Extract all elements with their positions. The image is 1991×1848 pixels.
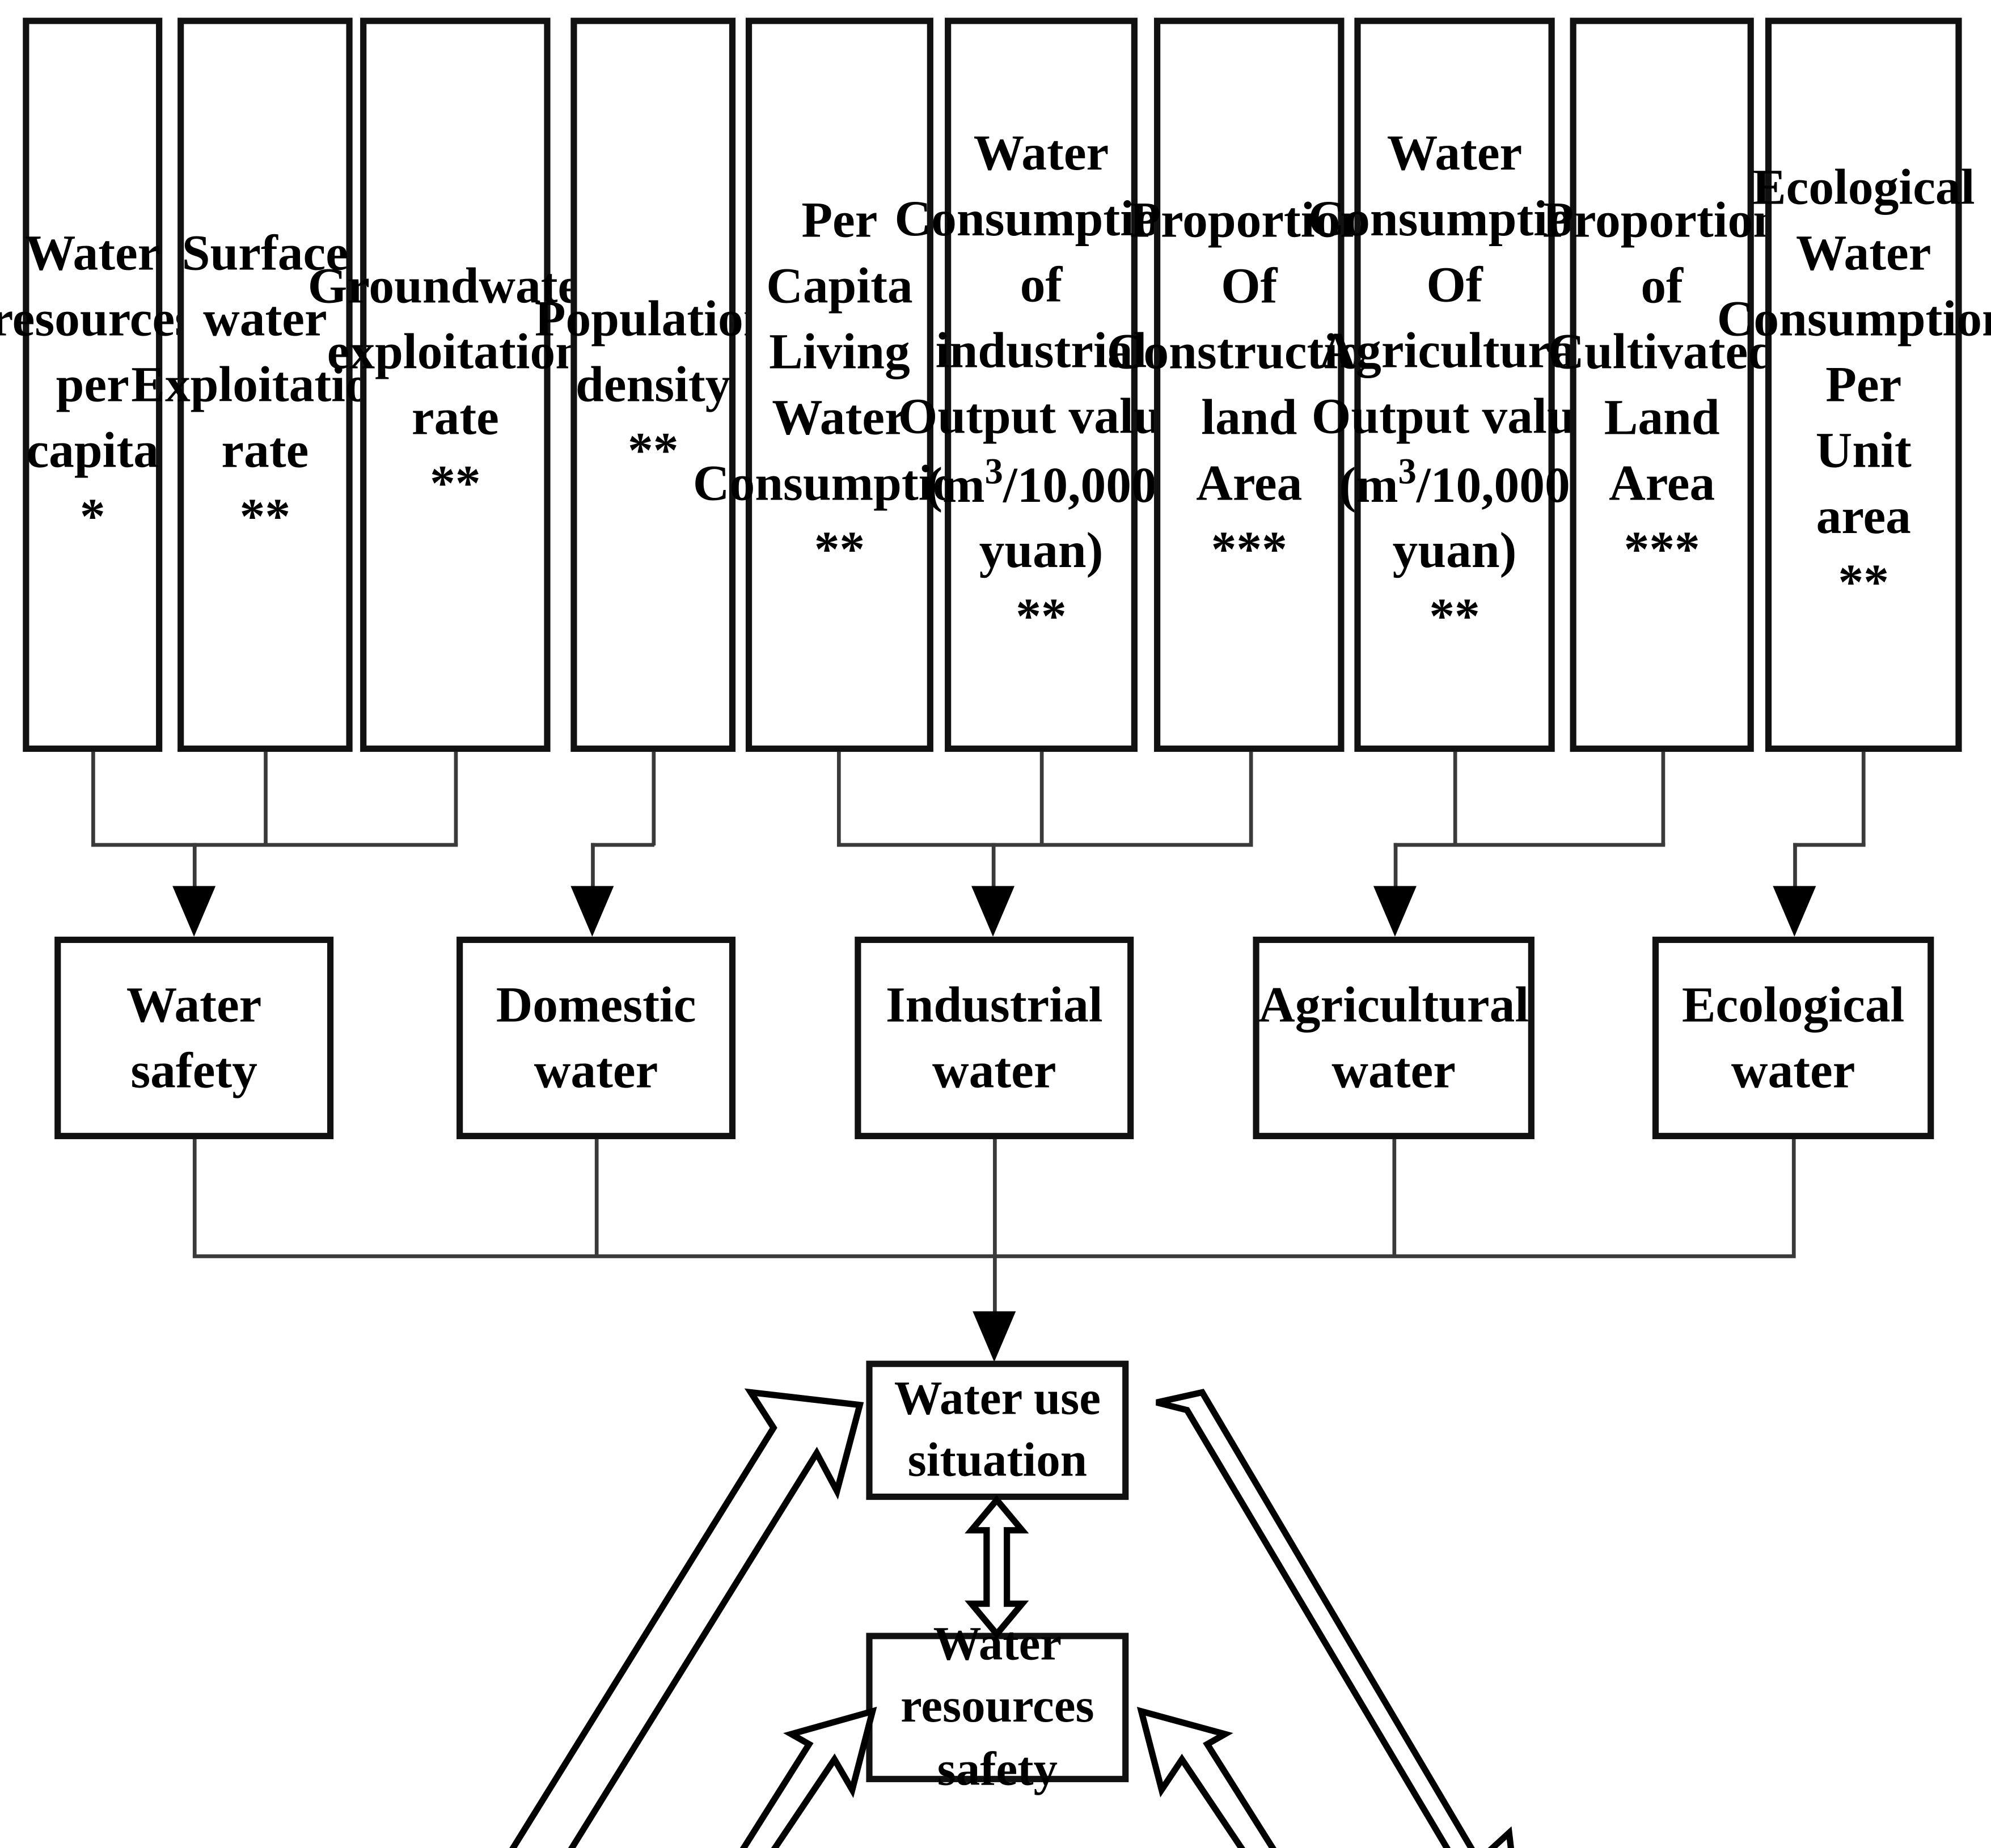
tier1-box-water-consumption-of-industrial-output-value[interactable]: Water Consumption of industrial Output v… xyxy=(895,18,1188,752)
connector-v xyxy=(652,751,656,846)
connector-v xyxy=(264,751,268,846)
tier1-box-surface-water-exploitation-rate[interactable]: Surface water Exploitation rate ** xyxy=(131,18,399,752)
tier2-label-1: Domestic water xyxy=(496,976,696,1099)
connector-h xyxy=(836,843,1253,847)
tier1-label-2: Groundwater exploitation rate ** xyxy=(307,257,603,511)
connector-h xyxy=(1793,843,1866,847)
connector-v xyxy=(1039,751,1044,846)
connector-v xyxy=(1661,751,1665,846)
connector-v xyxy=(1393,843,1398,894)
tier2-label-4: Ecological water xyxy=(1681,976,1905,1099)
connector-v xyxy=(993,1254,997,1316)
tier2-box-agricultural-water[interactable]: Agricultural water xyxy=(1253,936,1535,1139)
block-arrow-safety-supplysituation xyxy=(1111,1707,1396,1848)
tier1-box-groundwater-exploitation-rate[interactable]: Groundwater exploitation rate ** xyxy=(308,18,603,752)
tier1-box-population-density[interactable]: Population density ** xyxy=(535,18,771,752)
tier1-box-per-capita-living-water-consumption[interactable]: Per Capita Living Water Consumption ** xyxy=(693,18,986,752)
connector-v xyxy=(991,843,996,894)
arrowhead-down xyxy=(570,886,614,937)
tier1-label-1: Surface water Exploitation rate ** xyxy=(131,224,399,544)
tier1-label-6: Proportion Of Construction land Area *** xyxy=(1106,191,1392,577)
connector-h xyxy=(591,843,654,847)
core-label-0: Water use situation xyxy=(894,1371,1101,1487)
connector-v xyxy=(192,843,197,894)
connector-v xyxy=(1392,1139,1397,1257)
block-arrow-use-to-safety xyxy=(965,1495,1029,1639)
block-arrow-usesituation-to-supplysituation xyxy=(1139,1389,1557,1848)
core-box-water-resources-safety[interactable]: Water resources safety xyxy=(866,1618,1129,1796)
connector-v xyxy=(91,751,95,846)
connector-v xyxy=(1861,751,1866,846)
block-arrow-envquality-safety xyxy=(624,1706,903,1848)
connector-v xyxy=(192,1139,197,1257)
tier2-label-0: Water safety xyxy=(126,976,262,1099)
tier1-label-5: Water Consumption of industrial Output v… xyxy=(894,124,1188,645)
connector-v xyxy=(1791,1139,1796,1257)
tier1-box-proportion-of-construction-land-area[interactable]: Proportion Of Construction land Area *** xyxy=(1107,18,1392,752)
arrowhead-down xyxy=(971,886,1015,937)
tier1-label-8: Proportion of Cultivated Land Area *** xyxy=(1542,191,1782,577)
tier2-label-3: Agricultural water xyxy=(1258,976,1529,1099)
arrowhead-down xyxy=(172,886,216,937)
tier2-box-water-safety[interactable]: Water safety xyxy=(54,936,334,1139)
tier1-label-4: Per Capita Living Water Consumption ** xyxy=(692,191,986,577)
tier2-label-2: Industrial water xyxy=(885,976,1103,1099)
core-box-water-use-situation[interactable]: Water use situation xyxy=(866,1360,1129,1500)
connector-h xyxy=(1393,843,1665,847)
tier1-label-0: Water resources per capita * xyxy=(0,224,195,544)
arrowhead-down xyxy=(973,1311,1016,1362)
tier1-box-water-resources-per-capita[interactable]: Water resources per capita * xyxy=(0,18,195,752)
connector-v xyxy=(1453,751,1457,846)
arrowhead-down xyxy=(1773,886,1816,937)
connector-v xyxy=(836,751,841,846)
tier2-box-domestic-water[interactable]: Domestic water xyxy=(456,936,736,1139)
tier1-label-3: Population density ** xyxy=(534,290,772,479)
connector-v xyxy=(454,751,458,846)
block-arrow-envquality-to-usesituation xyxy=(479,1388,885,1848)
tier2-box-ecological-water[interactable]: Ecological water xyxy=(1652,936,1934,1139)
arrowhead-down xyxy=(1373,886,1417,937)
connector-h xyxy=(91,843,458,847)
connector-v xyxy=(591,843,595,894)
tier2-box-industrial-water[interactable]: Industrial water xyxy=(855,936,1134,1139)
tier1-box-water-consumption-of-agricultural-output-value[interactable]: Water Consumption Of Agricultural Output… xyxy=(1308,18,1601,752)
connector-v xyxy=(1793,843,1797,894)
tier1-box-ecological-water-consumption-per-unit-area[interactable]: Ecological Water Consumption Per Unit ar… xyxy=(1717,18,1991,752)
tier1-box-proportion-of-cultivated-land-area[interactable]: Proportion of Cultivated Land Area *** xyxy=(1542,18,1781,752)
connector-v xyxy=(993,1139,997,1257)
connector-v xyxy=(594,1139,599,1257)
connector-v xyxy=(1249,751,1253,846)
tier1-label-9: Ecological Water Consumption Per Unit ar… xyxy=(1717,158,1991,610)
core-label-1: Water resources safety xyxy=(901,1617,1094,1796)
